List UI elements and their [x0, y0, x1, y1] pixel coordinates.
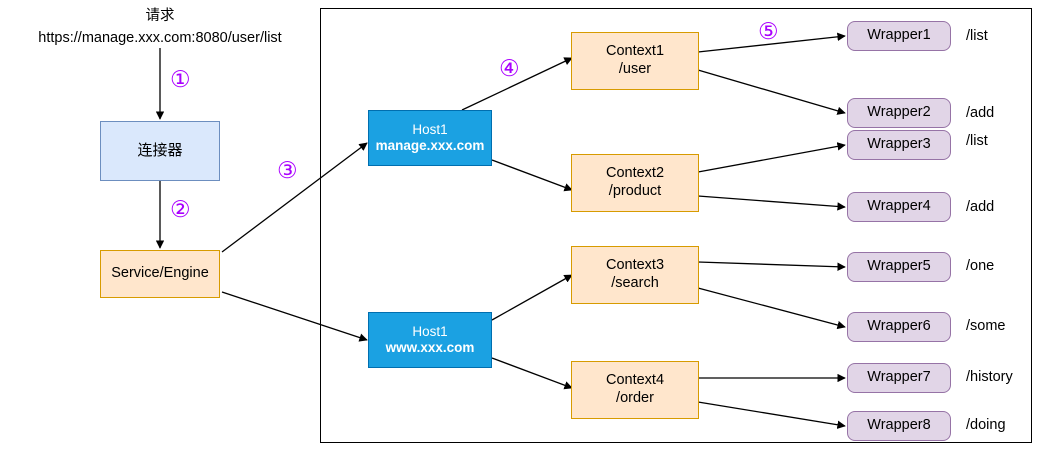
node-host-www[interactable]: Host1 www.xxx.com — [368, 312, 492, 368]
node-wrapper-2[interactable]: Wrapper2 — [847, 98, 951, 128]
node-context-search-name: Context3 — [605, 257, 665, 274]
node-host-manage-name: Host1 — [412, 121, 448, 137]
path-label-wrapper-5: /one — [966, 258, 995, 274]
node-host-www-domain: www.xxx.com — [385, 340, 475, 355]
node-connector[interactable]: 连接器 — [100, 121, 220, 181]
step-badge-5: ⑤ — [758, 18, 779, 44]
node-wrapper-7[interactable]: Wrapper7 — [847, 363, 951, 393]
path-label-wrapper-2: /add — [966, 105, 995, 121]
step-badge-3: ③ — [277, 157, 298, 183]
path-label-wrapper-3: /list — [966, 133, 988, 149]
node-wrapper-3[interactable]: Wrapper3 — [847, 130, 951, 160]
node-wrapper-8-label: Wrapper8 — [867, 417, 931, 434]
node-wrapper-1-label: Wrapper1 — [867, 27, 931, 44]
step-badge-1: ① — [170, 66, 191, 92]
node-context-user-name: Context1 — [605, 43, 665, 60]
path-label-wrapper-8: /doing — [966, 417, 1006, 433]
node-host-manage-domain: manage.xxx.com — [375, 138, 485, 153]
path-label-wrapper-4: /add — [966, 199, 995, 215]
node-connector-label: 连接器 — [137, 141, 183, 159]
node-wrapper-2-label: Wrapper2 — [867, 104, 931, 121]
node-context-search-path: /search — [611, 275, 659, 291]
node-wrapper-6[interactable]: Wrapper6 — [847, 312, 951, 342]
node-wrapper-5-label: Wrapper5 — [867, 258, 931, 275]
step-badge-4: ④ — [499, 55, 520, 81]
node-context-order-name: Context4 — [605, 372, 665, 389]
node-context-search[interactable]: Context3 /search — [571, 246, 699, 304]
request-title: 请求 — [145, 8, 175, 24]
node-host-www-name: Host1 — [412, 323, 448, 339]
node-context-order-path: /order — [616, 390, 654, 406]
node-context-order[interactable]: Context4 /order — [571, 361, 699, 419]
node-wrapper-5[interactable]: Wrapper5 — [847, 252, 951, 282]
node-wrapper-6-label: Wrapper6 — [867, 318, 931, 335]
path-label-wrapper-7: /history — [966, 369, 1013, 385]
request-url: https://manage.xxx.com:8080/user/list — [38, 30, 282, 46]
node-service-engine-label: Service/Engine — [111, 265, 209, 282]
node-context-product-name: Context2 — [605, 165, 665, 182]
path-label-wrapper-6: /some — [966, 318, 1006, 334]
node-context-user-path: /user — [618, 61, 652, 77]
node-wrapper-8[interactable]: Wrapper8 — [847, 411, 951, 441]
node-host-manage[interactable]: Host1 manage.xxx.com — [368, 110, 492, 166]
node-wrapper-7-label: Wrapper7 — [867, 369, 931, 386]
step-badge-2: ② — [170, 196, 191, 222]
node-wrapper-1[interactable]: Wrapper1 — [847, 21, 951, 51]
node-service-engine[interactable]: Service/Engine — [100, 250, 220, 298]
node-context-product-path: /product — [608, 183, 662, 199]
node-wrapper-3-label: Wrapper3 — [867, 136, 931, 153]
node-wrapper-4-label: Wrapper4 — [867, 198, 931, 215]
node-context-product[interactable]: Context2 /product — [571, 154, 699, 212]
node-wrapper-4[interactable]: Wrapper4 — [847, 192, 951, 222]
path-label-wrapper-1: /list — [966, 28, 988, 44]
node-context-user[interactable]: Context1 /user — [571, 32, 699, 90]
